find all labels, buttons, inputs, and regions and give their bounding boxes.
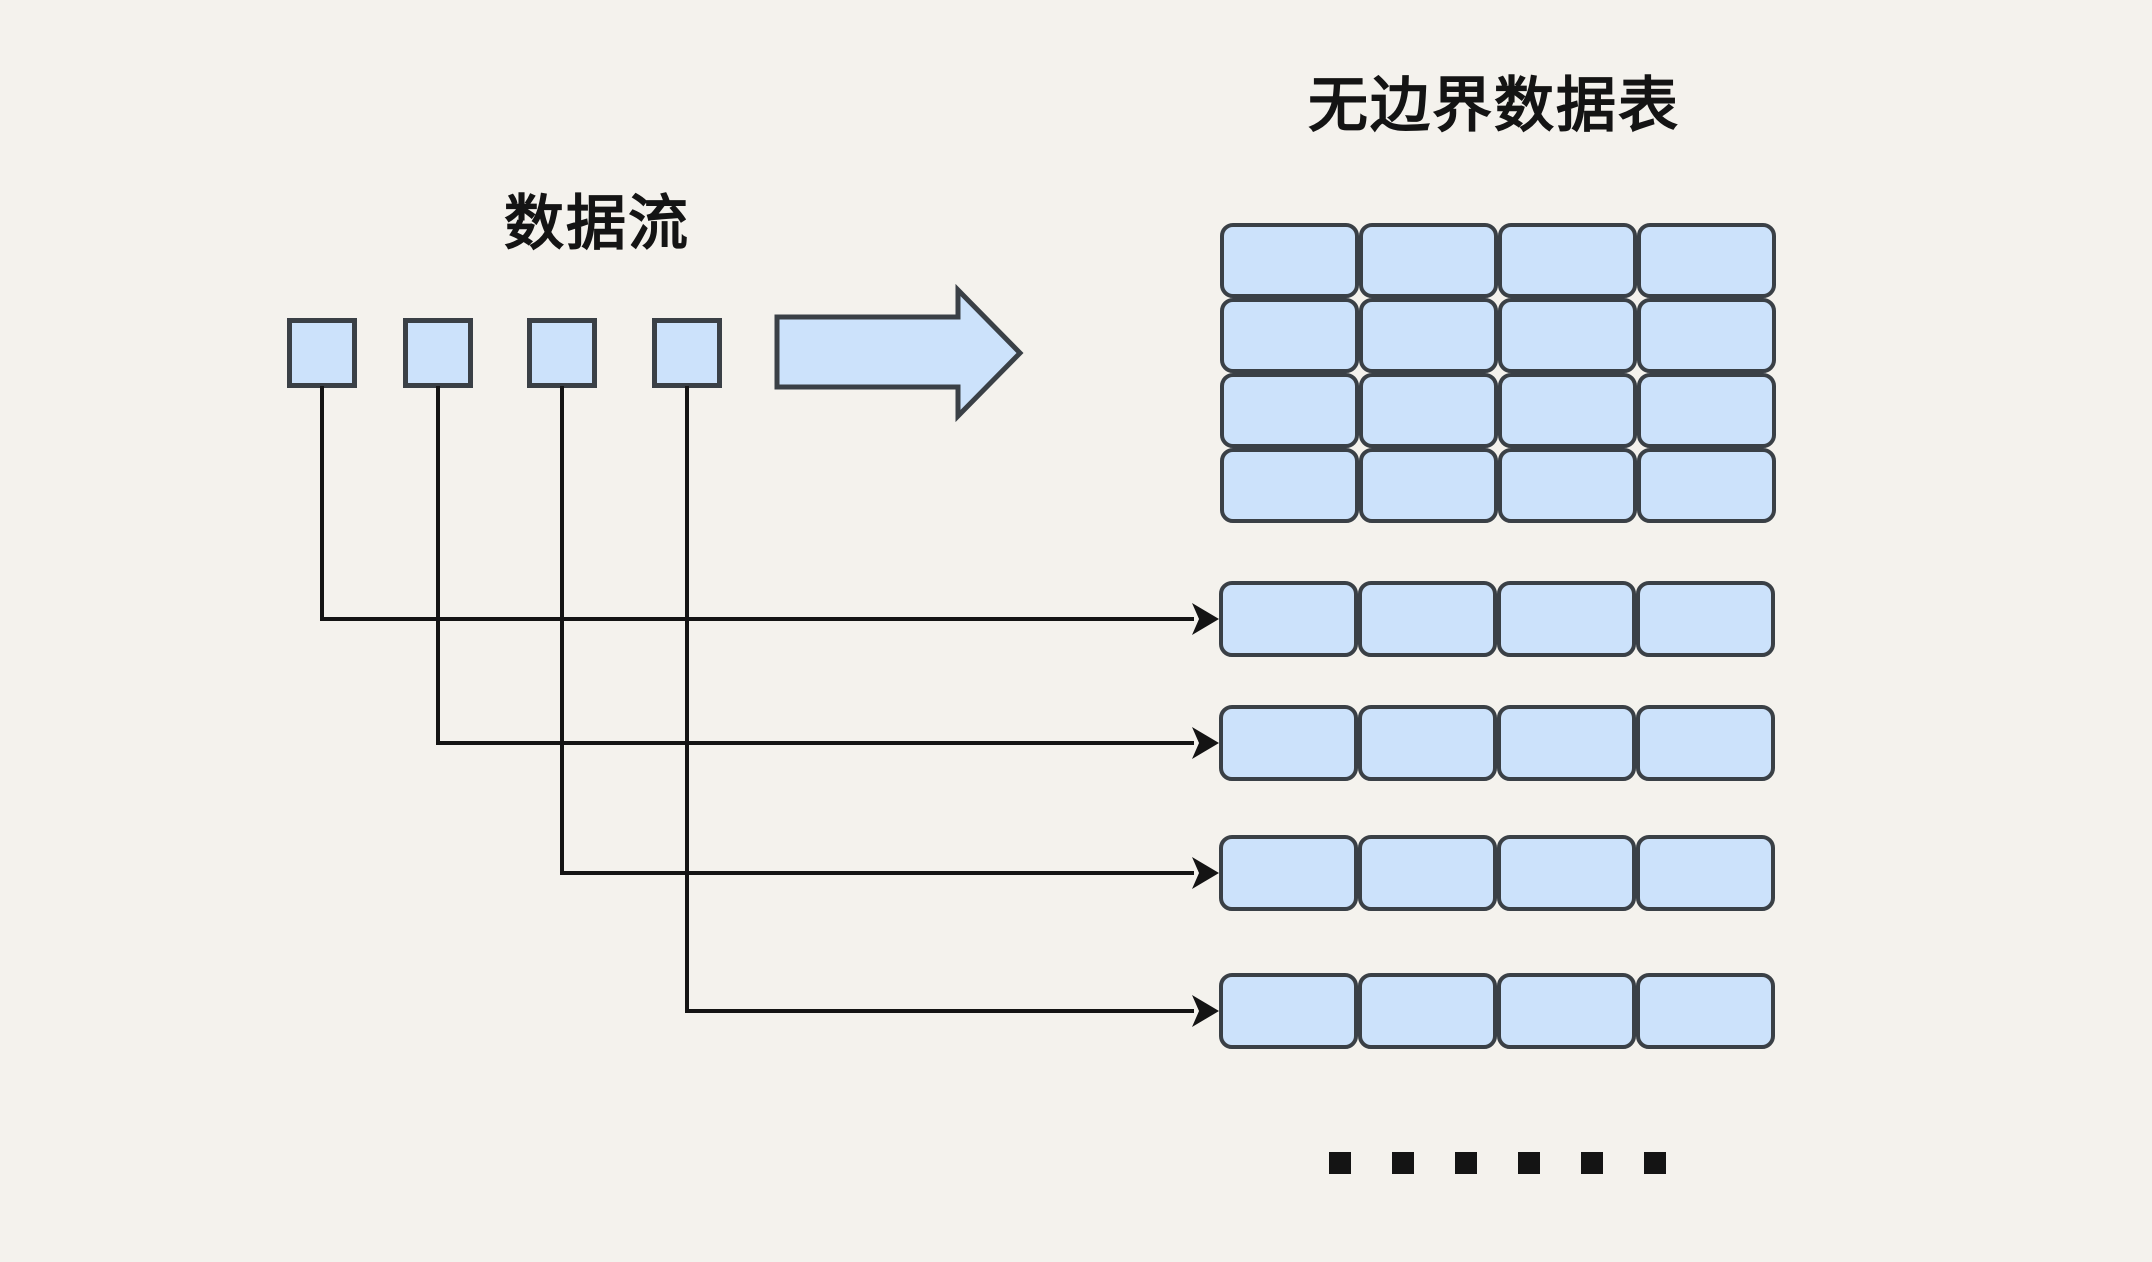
row-cell: [1636, 835, 1775, 911]
row-cell: [1358, 835, 1497, 911]
connector-horizontal-line: [560, 871, 1194, 875]
stream-square: [652, 318, 722, 388]
table-cell: [1637, 223, 1776, 298]
row-cell: [1497, 835, 1636, 911]
table-cell: [1498, 223, 1637, 298]
connector-horizontal-line: [436, 741, 1194, 745]
row-cell: [1219, 705, 1358, 781]
flow-arrow-shape: [774, 283, 1024, 423]
table-cell: [1359, 223, 1498, 298]
connector-arrowhead-icon: [1192, 857, 1219, 889]
connector-horizontal-line: [685, 1009, 1194, 1013]
table-cell: [1637, 448, 1776, 523]
table-detail-row: [1219, 835, 1775, 911]
unbounded-table-title: 无边界数据表: [1308, 72, 1680, 139]
row-cell: [1219, 835, 1358, 911]
connector-vertical-line: [560, 386, 564, 875]
table-cell: [1220, 223, 1359, 298]
table-cell: [1637, 373, 1776, 448]
row-cell: [1358, 973, 1497, 1049]
ellipsis-dot: [1392, 1152, 1414, 1174]
table-cell: [1498, 448, 1637, 523]
row-cell: [1358, 581, 1497, 657]
table-detail-row: [1219, 973, 1775, 1049]
flow-arrow-right-icon: [774, 283, 1024, 423]
connector-arrowhead-icon: [1192, 603, 1219, 635]
row-cell: [1636, 581, 1775, 657]
ellipsis-dot: [1329, 1152, 1351, 1174]
table-cell: [1498, 373, 1637, 448]
table-cell: [1220, 298, 1359, 373]
connector-vertical-line: [320, 386, 324, 621]
connector-vertical-line: [436, 386, 440, 745]
stream-square: [403, 318, 473, 388]
stream-square: [287, 318, 357, 388]
table-detail-row: [1219, 705, 1775, 781]
row-cell: [1497, 581, 1636, 657]
table-detail-row: [1219, 581, 1775, 657]
connector-arrowhead-icon: [1192, 995, 1219, 1027]
table-cell: [1498, 298, 1637, 373]
ellipsis-dot: [1455, 1152, 1477, 1174]
ellipsis-dot: [1581, 1152, 1603, 1174]
connector-vertical-line: [685, 386, 689, 1013]
row-cell: [1497, 973, 1636, 1049]
row-cell: [1636, 973, 1775, 1049]
row-cell: [1358, 705, 1497, 781]
row-cell: [1636, 705, 1775, 781]
table-cell: [1359, 298, 1498, 373]
table-cell: [1220, 448, 1359, 523]
connector-horizontal-line: [320, 617, 1194, 621]
row-cell: [1219, 581, 1358, 657]
table-cell: [1220, 373, 1359, 448]
connector-arrowhead-icon: [1192, 727, 1219, 759]
table-cell: [1359, 448, 1498, 523]
row-cell: [1497, 705, 1636, 781]
ellipsis-dot: [1518, 1152, 1540, 1174]
row-cell: [1219, 973, 1358, 1049]
table-cell: [1637, 298, 1776, 373]
stream-square: [527, 318, 597, 388]
ellipsis-dot: [1644, 1152, 1666, 1174]
stream-title: 数据流: [504, 190, 690, 257]
unbounded-table-grid: [1220, 223, 1776, 523]
table-cell: [1359, 373, 1498, 448]
